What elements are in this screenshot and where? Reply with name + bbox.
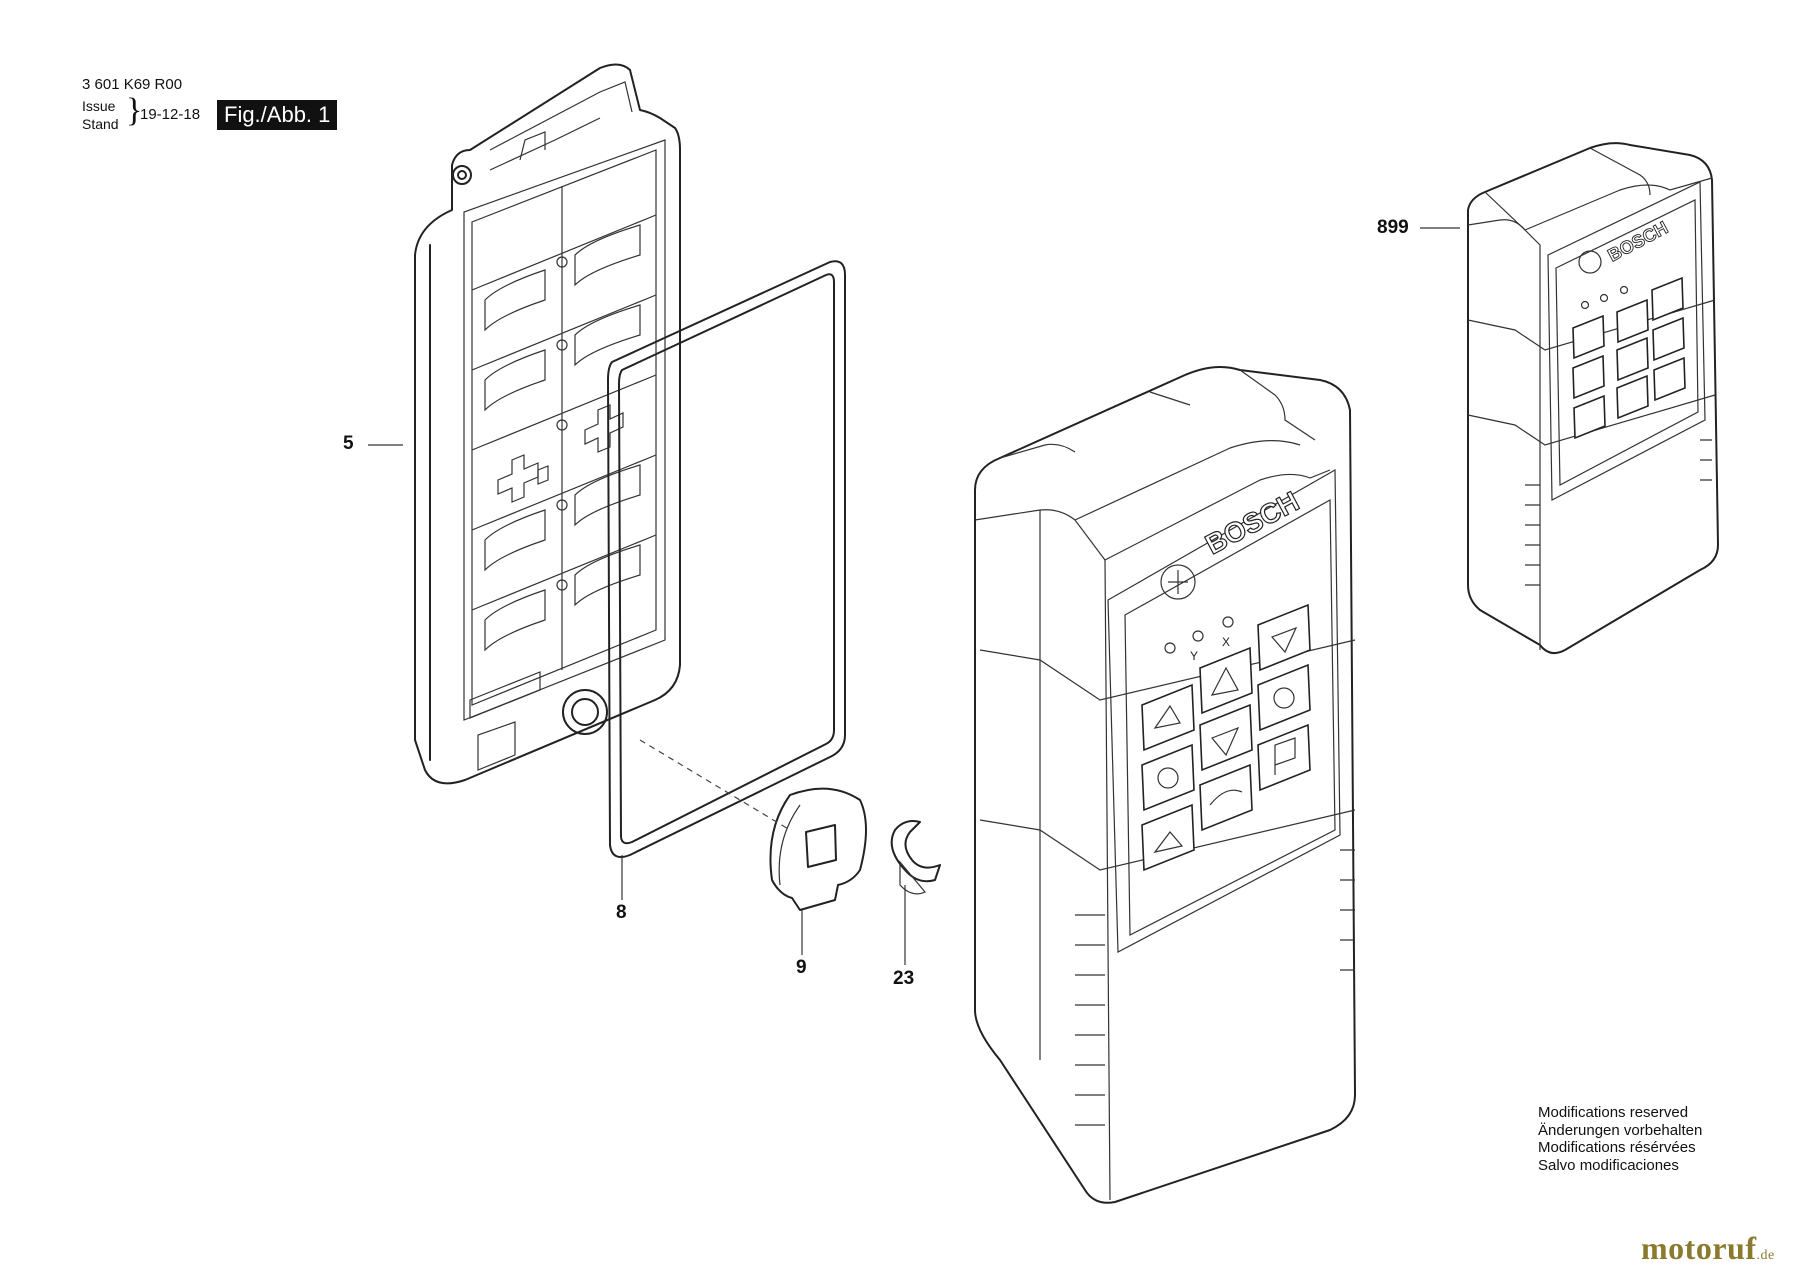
part-number: 3 601 K69 R00	[82, 76, 183, 93]
small-remote-logo-icon	[1578, 250, 1602, 274]
large-remote-led	[1222, 616, 1234, 628]
large-remote-keypad	[1141, 603, 1311, 872]
brace-symbol: }	[126, 92, 143, 129]
callout-899: 899	[1377, 217, 1409, 238]
large-remote-logo-icon	[1160, 564, 1196, 600]
large-remote-led-x: X	[1222, 635, 1230, 649]
modifications-notice: Modifications reserved Änderungen vorbeh…	[1538, 1104, 1702, 1174]
key-scan-button	[1199, 763, 1253, 832]
large-remote-led-y: Y	[1190, 649, 1198, 663]
watermark-logo: motoruf.de	[1641, 1230, 1775, 1267]
callout-8: 8	[616, 902, 627, 923]
key-arrow-up-button	[1141, 683, 1195, 752]
part-8-seal	[607, 260, 846, 858]
part-9-clip	[769, 787, 867, 911]
key-sleep-button	[1141, 803, 1195, 872]
key-rotate-ccw-button	[1141, 743, 1195, 812]
large-remote-led	[1164, 642, 1176, 654]
large-remote-control: BOSCH Y X	[974, 365, 1356, 1204]
notice-es: Salvo modificaciones	[1538, 1156, 1679, 1174]
key-arrow-down-button	[1257, 603, 1311, 672]
watermark-suffix: .de	[1756, 1248, 1775, 1263]
part-23-retaining-ring	[890, 820, 941, 895]
assembly-axis-line	[639, 739, 791, 831]
large-remote-side-grips	[1075, 849, 1355, 1126]
stand-label: Stand	[82, 116, 119, 132]
watermark-name: motoruf	[1641, 1230, 1757, 1266]
large-remote-led	[1192, 630, 1204, 642]
key-tilt-down-button	[1199, 703, 1253, 772]
figure-label: Fig./Abb. 1	[217, 100, 338, 130]
notice-de: Änderungen vorbehalten	[1538, 1121, 1703, 1139]
callout-5: 5	[343, 433, 354, 454]
callout-23: 23	[893, 968, 915, 989]
issue-date: 19-12-18	[140, 106, 201, 123]
small-remote-brand: BOSCH	[1604, 217, 1671, 265]
key-rotate-cw-button	[1257, 663, 1311, 732]
part-5-battery-cover	[414, 63, 681, 785]
notice-en: Modifications reserved	[1538, 1104, 1689, 1121]
notice-fr: Modifications résérvées	[1538, 1139, 1696, 1156]
small-remote-control-899: BOSCH	[1467, 142, 1719, 655]
key-axis-button	[1199, 646, 1253, 715]
key-flag-button	[1257, 723, 1311, 792]
leader-lines	[368, 227, 1460, 965]
callout-9: 9	[796, 957, 807, 978]
issue-label: Issue	[82, 98, 116, 114]
